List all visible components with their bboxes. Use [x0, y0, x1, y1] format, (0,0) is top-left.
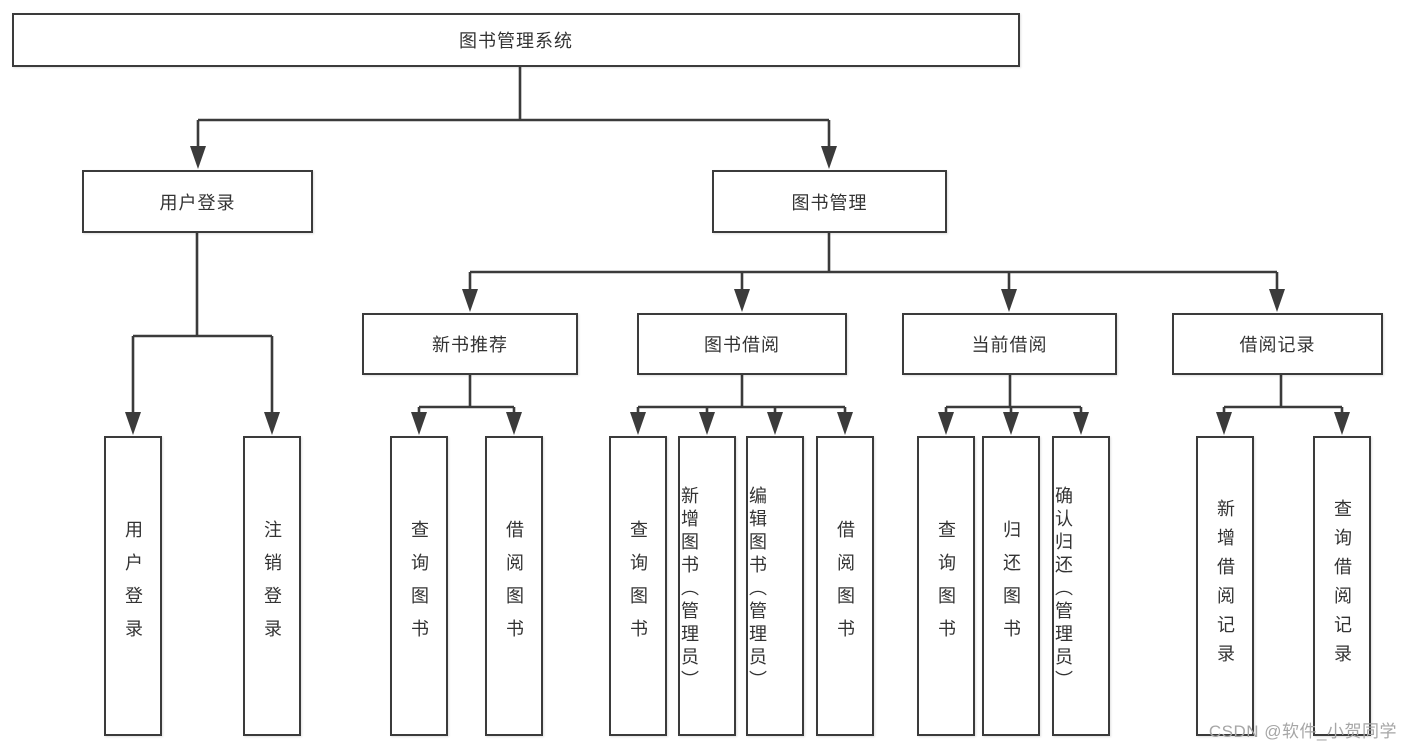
- node-borrow-records: 借阅记录: [1172, 313, 1383, 375]
- node-label: 归还图书: [1001, 520, 1021, 652]
- csdn-watermark: CSDN @软件_小贺同学: [1208, 722, 1397, 741]
- leaf-add-borrow-record: 新增借阅记录: [1196, 436, 1254, 736]
- node-new-book-recommend: 新书推荐: [362, 313, 578, 375]
- node-label: 新增借阅记录: [1215, 499, 1235, 673]
- node-label: 查询图书: [628, 520, 648, 652]
- node-book-borrowing: 图书借阅: [637, 313, 847, 375]
- leaf-query-books-borrow: 查询图书: [609, 436, 667, 736]
- leaf-query-books-current: 查询图书: [917, 436, 975, 736]
- leaf-user-login: 用户登录: [104, 436, 162, 736]
- leaf-confirm-return-admin: 确认归还（管理员）: [1052, 436, 1110, 736]
- node-label: 查询图书: [936, 520, 956, 652]
- node-user-login-branch: 用户登录: [82, 170, 313, 233]
- leaf-borrow-books: 借阅图书: [816, 436, 874, 736]
- node-current-borrowing: 当前借阅: [902, 313, 1117, 375]
- node-label: 注销登录: [262, 520, 282, 652]
- node-book-management: 图书管理: [712, 170, 947, 233]
- leaf-return-books: 归还图书: [982, 436, 1040, 736]
- node-label: 用户登录: [123, 520, 143, 652]
- node-label: 编辑图书（管理员）: [747, 486, 767, 693]
- node-label: 借阅记录: [1239, 335, 1316, 355]
- leaf-add-books-admin: 新增图书（管理员）: [678, 436, 736, 736]
- node-label: 图书管理系统: [459, 31, 573, 51]
- node-label: 查询借阅记录: [1332, 499, 1352, 673]
- leaf-borrow-books-recommend: 借阅图书: [485, 436, 543, 736]
- node-label: 借阅图书: [504, 520, 524, 652]
- node-label: 借阅图书: [835, 520, 855, 652]
- node-label: 用户登录: [159, 192, 236, 213]
- node-label: 图书管理: [791, 192, 868, 213]
- leaf-query-borrow-record: 查询借阅记录: [1313, 436, 1371, 736]
- node-library-management-system: 图书管理系统: [12, 13, 1020, 67]
- leaf-edit-books-admin: 编辑图书（管理员）: [746, 436, 804, 736]
- node-label: 图书借阅: [704, 335, 780, 355]
- node-label: 确认归还（管理员）: [1053, 486, 1073, 693]
- leaf-query-books-recommend: 查询图书: [390, 436, 448, 736]
- node-label: 新书推荐: [432, 335, 508, 355]
- node-label: 查询图书: [409, 520, 429, 652]
- node-label: 新增图书（管理员）: [679, 486, 699, 693]
- leaf-logout: 注销登录: [243, 436, 301, 736]
- node-label: 当前借阅: [971, 335, 1048, 355]
